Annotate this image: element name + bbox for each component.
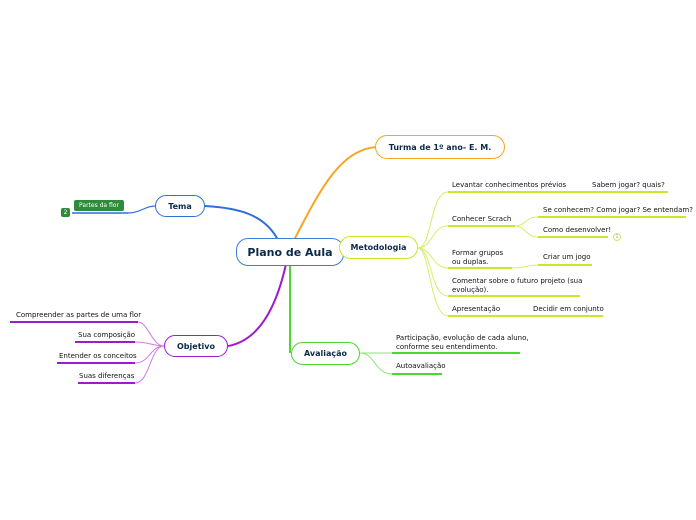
avaliacao-node[interactable]: Avaliação [291,342,360,365]
collapse-toggle[interactable]: 1 [613,233,621,241]
objetivo-item-compreender[interactable]: Compreender as partes de uma flor [16,311,142,319]
avaliacao-participacao[interactable]: Participação, evolução de cada aluno, co… [396,334,529,351]
metodologia-conhecer[interactable]: Conhecer Scrach [452,215,512,223]
objetivo-label: Objetivo [177,341,215,351]
objetivo-node[interactable]: Objetivo [164,335,228,357]
metodologia-comentar[interactable]: Comentar sobre o futuro projeto (sua evo… [452,277,583,294]
metodologia-label: Metodologia [350,243,407,252]
root-node[interactable]: Plano de Aula [236,238,344,266]
avaliacao-auto[interactable]: Autoavaliação [396,362,446,370]
metodologia-levantar[interactable]: Levantar conhecimentos prévios [452,181,567,189]
turma-node[interactable]: Turma de 1º ano- E. M. [375,135,505,159]
tema-node[interactable]: Tema [155,195,205,217]
metodologia-sabem[interactable]: Sabem jogar? quais? [592,181,665,189]
tema-label: Tema [168,201,192,211]
tema-child-partes-da-flor[interactable]: Partes da flor [74,200,124,211]
metodologia-se-conhecem[interactable]: Se conhecem? Como jogar? Se entendam? [543,206,693,214]
metodologia-decidir[interactable]: Decidir em conjunto [533,305,604,313]
metodologia-criar[interactable]: Criar um jogo [543,253,591,261]
tema-count-badge[interactable]: 2 [61,208,70,217]
objetivo-item-diferencas[interactable]: Suas diferenças [79,372,135,380]
metodologia-formar[interactable]: Formar grupos ou duplas. [452,249,504,266]
metodologia-node[interactable]: Metodologia [339,236,418,259]
objetivo-item-composicao[interactable]: Sua composição [78,331,136,339]
metodologia-apresentacao[interactable]: Apresentação [452,305,501,313]
avaliacao-label: Avaliação [303,349,348,358]
metodologia-como[interactable]: Como desenvolver! [543,226,612,234]
turma-label: Turma de 1º ano- E. M. [388,142,492,152]
objetivo-item-conceitos[interactable]: Entender os conceitos [59,352,137,360]
root-label: Plano de Aula [247,245,333,259]
